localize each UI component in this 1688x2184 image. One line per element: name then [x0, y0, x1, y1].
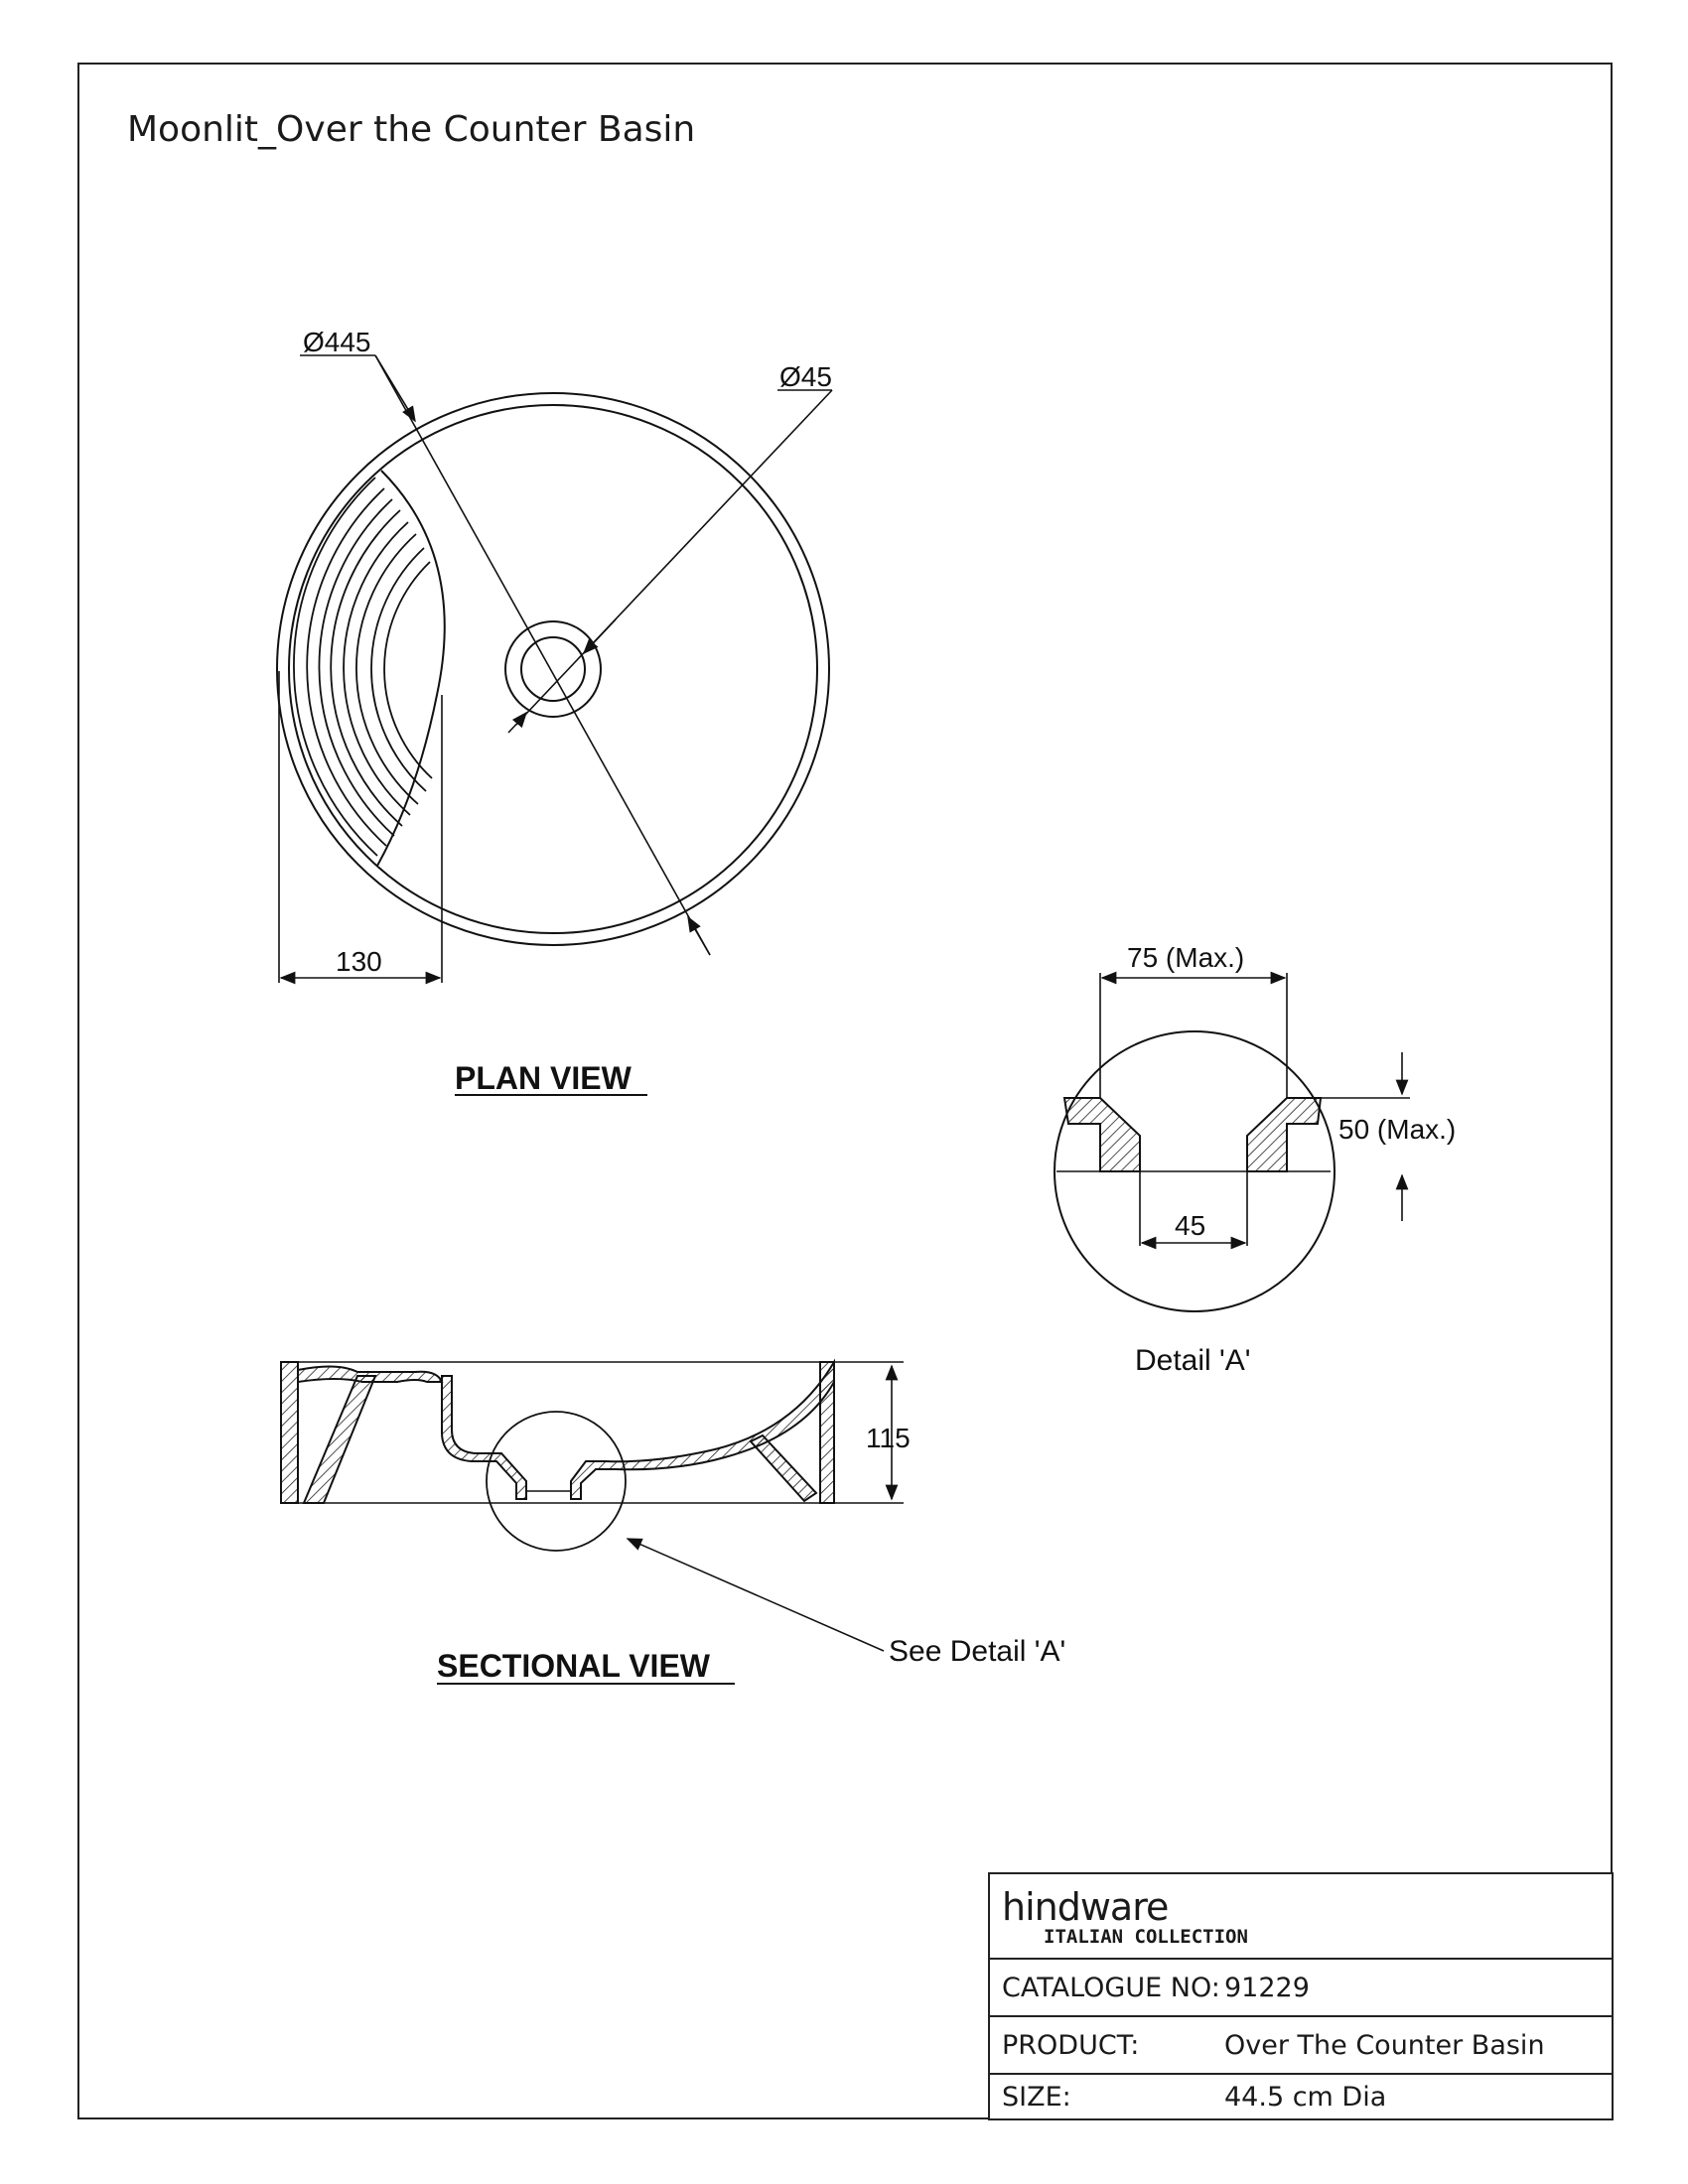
catalogue-value: 91229 [1224, 1972, 1310, 2003]
diameter-arrow-bottom [687, 915, 711, 956]
brand-name: hindware [1002, 1885, 1169, 1929]
waste-arrow-1 [582, 618, 617, 655]
plan-view-label: PLAN VIEW [455, 1060, 633, 1096]
section-left-wall [280, 1361, 299, 1504]
catalogue-label: CATALOGUE NO: [1002, 1972, 1220, 2003]
plan-view [276, 354, 833, 985]
diameter-leader [374, 354, 711, 956]
sectional-view [280, 1358, 904, 1652]
detail-top-width-label: 75 (Max.) [1127, 942, 1244, 973]
title-block: hindware ITALIAN COLLECTION CATALOGUE NO… [988, 1872, 1614, 2120]
groove-width-label: 130 [336, 946, 382, 977]
basin-inner-rim [288, 404, 818, 934]
callout-leader [626, 1538, 885, 1652]
detail-depth-label: 50 (Max.) [1338, 1114, 1456, 1145]
groove-arcs [293, 477, 433, 857]
size-label: SIZE: [1002, 2081, 1071, 2113]
detail-callout-circle [486, 1411, 627, 1552]
outer-diameter-label: Ø445 [303, 327, 371, 357]
waste-inner [520, 636, 586, 702]
product-label: PRODUCT: [1002, 2029, 1140, 2061]
section-left-leg [302, 1375, 377, 1504]
title-block-row: SIZE: 44.5 cm Dia [990, 2073, 1612, 2118]
section-right-leg [749, 1433, 818, 1503]
see-detail-label: See Detail 'A' [889, 1635, 1065, 1668]
size-value: 44.5 cm Dia [1224, 2081, 1387, 2113]
detail-section-left [1062, 1097, 1141, 1172]
product-value: Over The Counter Basin [1224, 2029, 1545, 2061]
basin-outer-rim [276, 392, 830, 946]
section-right-wall [819, 1361, 835, 1504]
brand-logo: hindware ITALIAN COLLECTION [1002, 1888, 1248, 1948]
drawing-title: Moonlit_Over the Counter Basin [127, 109, 696, 150]
section-bowl-left [441, 1375, 527, 1500]
waste-outer [504, 620, 602, 718]
section-height-label: 115 [866, 1423, 911, 1453]
waste-diameter-label: Ø45 [779, 361, 832, 392]
detail-a-label: Detail 'A' [1135, 1344, 1251, 1377]
detail-circle [1054, 1030, 1336, 1312]
detail-a [1054, 971, 1410, 1312]
waste-leader [507, 389, 833, 734]
sectional-view-label: SECTIONAL VIEW [437, 1648, 711, 1684]
sheet-border [77, 63, 1613, 2119]
waste-arrow-2 [511, 711, 528, 729]
detail-section-right [1246, 1097, 1323, 1172]
brand-sub: ITALIAN COLLECTION [1044, 1926, 1248, 1948]
detail-outlet-label: 45 [1175, 1210, 1205, 1241]
title-block-row: PRODUCT: Over The Counter Basin [990, 2015, 1612, 2073]
diameter-arrow-top [374, 354, 416, 423]
crescent-edge [376, 470, 446, 867]
section-left-rim [297, 1365, 444, 1384]
title-block-row: CATALOGUE NO: 91229 [990, 1958, 1612, 2015]
